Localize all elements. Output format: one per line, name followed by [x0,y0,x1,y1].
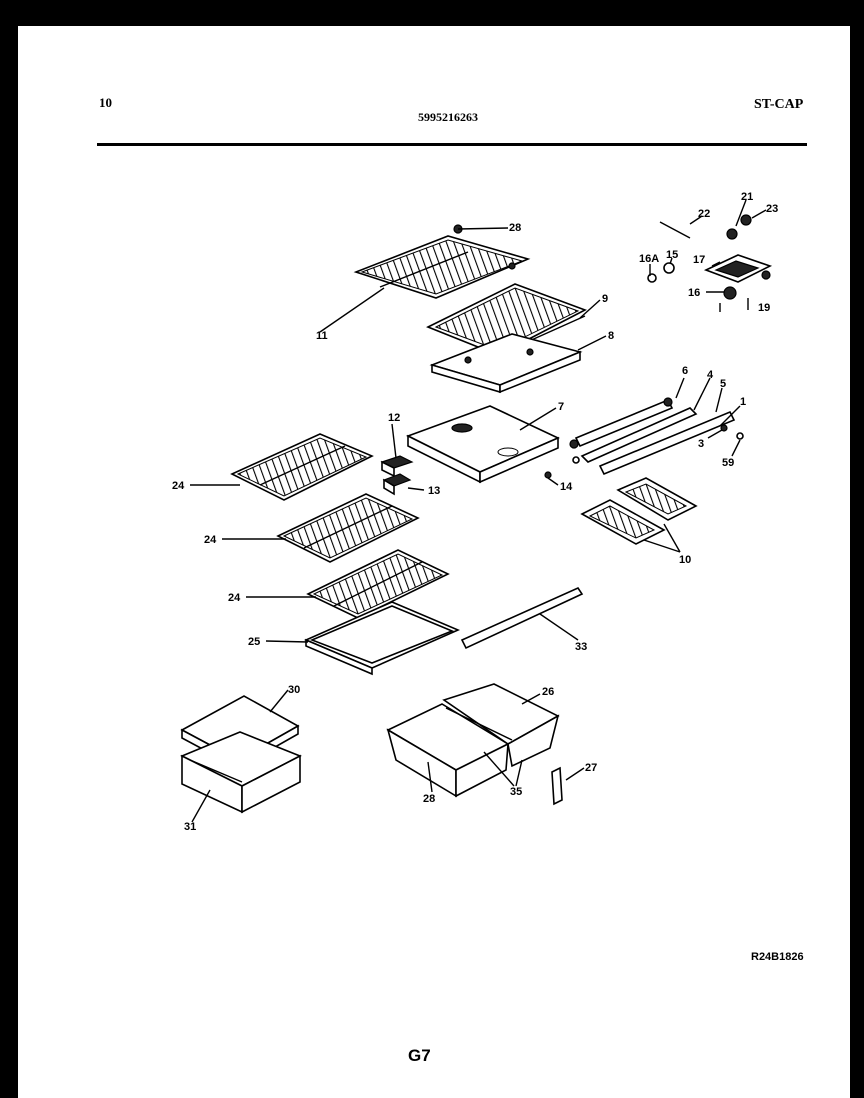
callout-25: 25 [248,636,260,648]
callout-16: 16 [688,287,700,299]
freezer-wire-shelf [353,224,531,299]
refrigerator-shelf-2 [276,493,420,563]
callout-15: 15 [666,249,678,261]
shelf-brackets [380,455,552,496]
callout-12: 12 [388,412,400,424]
callout-21: 21 [741,191,753,203]
freezer-shelf-upper [426,283,587,356]
callout-22: 22 [698,208,710,220]
header-part-number: 5995216263 [418,110,478,124]
callout-31: 31 [184,821,196,833]
callout-5: 5 [720,378,726,390]
callout-24-middle: 24 [204,534,217,546]
callout-10: 10 [679,554,691,566]
shelf-trim-strip [460,586,584,650]
refrigerator-shelf-3 [306,549,450,619]
callout-24-upper: 24 [172,480,185,492]
callout-14: 14 [560,481,573,493]
shelf-slide-rails [569,397,744,476]
page-identifier: G7 [408,1046,431,1065]
callout-17: 17 [693,254,705,266]
callout-59: 59 [722,457,734,469]
callout-24-lower: 24 [228,592,241,604]
callout-3: 3 [698,438,704,450]
crisper-pans [386,683,563,806]
callout-35: 35 [510,786,522,798]
callout-26: 26 [542,686,554,698]
callout-6: 6 [682,365,688,377]
refrigerator-shelf-1 [230,433,374,501]
egg-butter-trays [580,477,698,545]
callout-27: 27 [585,762,597,774]
meat-keeper-cover [405,405,560,484]
callout-8: 8 [608,330,614,342]
header-model-code: ST-CAP [754,97,804,112]
callout-16a: 16A [639,253,659,265]
crisper-glass-shelf [303,601,461,676]
callout-1: 1 [740,396,746,408]
paper-sheet [18,26,850,1098]
callout-9: 9 [602,293,608,305]
callout-13: 13 [428,485,440,497]
callout-leader-lines [190,199,767,823]
diagram-code: R24B1826 [751,951,804,963]
header-page-number: 10 [99,95,112,110]
callout-30: 30 [288,684,300,696]
header-rule [97,143,807,146]
callout-28-bottom: 28 [423,793,435,805]
callout-7: 7 [558,401,564,413]
callout-4: 4 [707,369,714,381]
callout-28-top: 28 [509,222,521,234]
callout-11: 11 [316,330,328,342]
callout-23: 23 [766,203,778,215]
freezer-floor-panel [429,333,583,394]
callout-33: 33 [575,641,587,653]
callout-19: 19 [758,302,770,314]
callout-labels: 28 22 21 23 16A 15 17 16 19 9 11 8 6 4 5… [172,191,778,833]
crisper-cover-and-pan [180,695,302,814]
control-hardware-group [647,214,773,312]
